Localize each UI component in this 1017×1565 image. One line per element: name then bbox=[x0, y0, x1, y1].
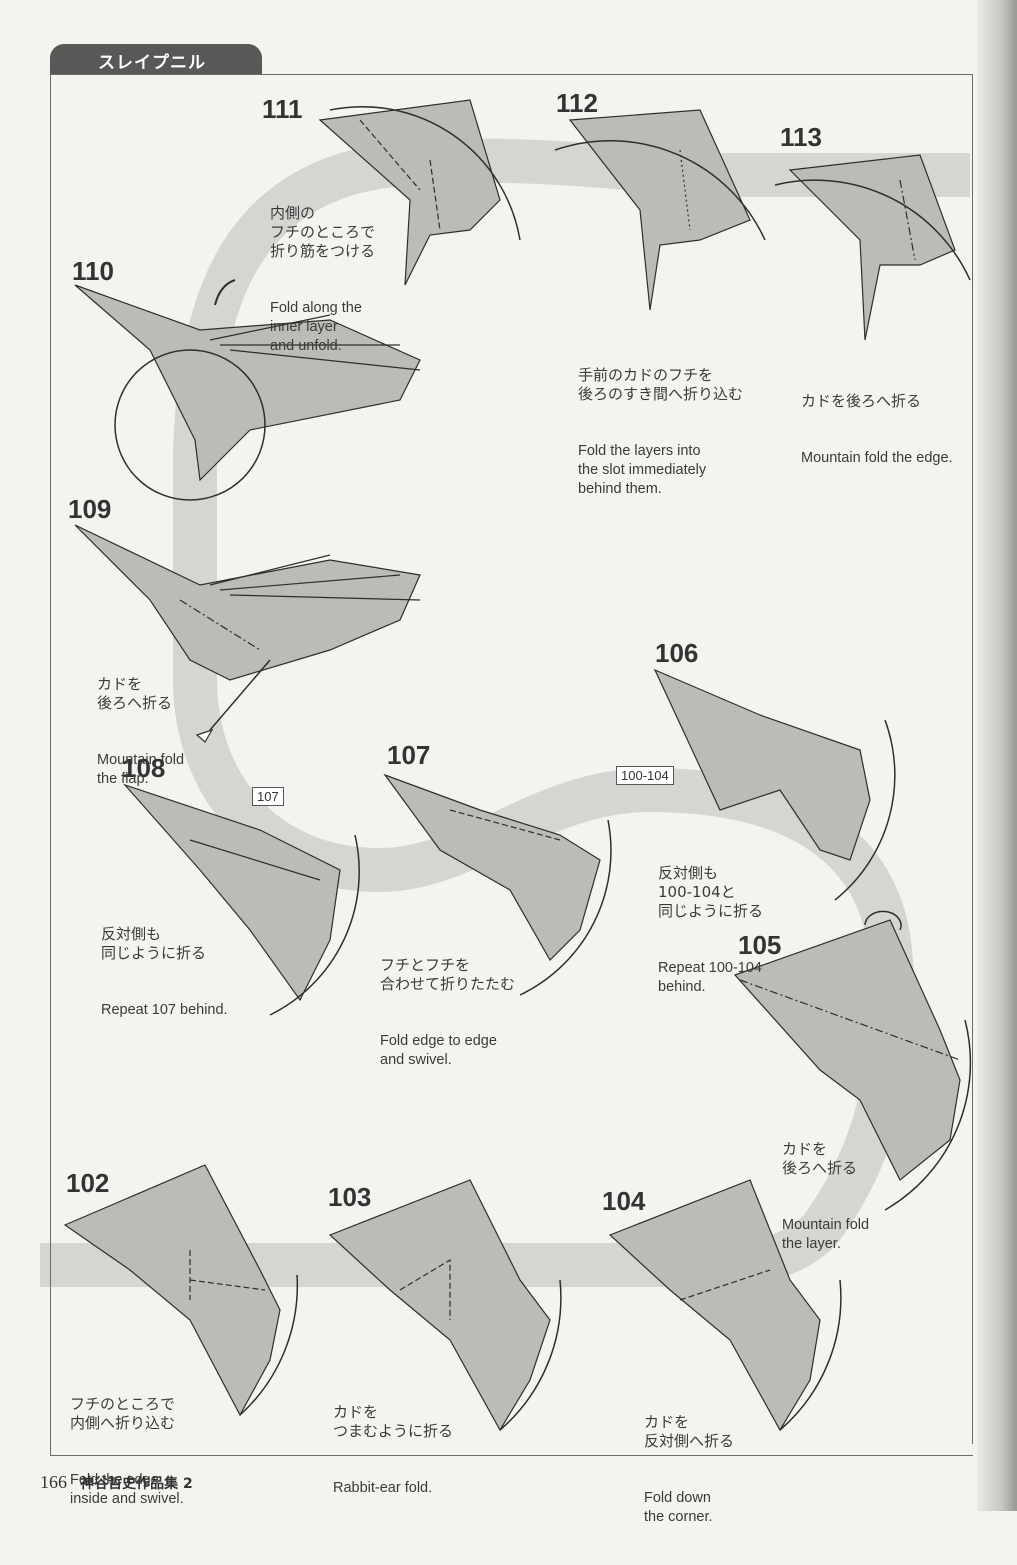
caption-step-104: カドを 反対側へ折る Fold down the corner. bbox=[644, 1375, 734, 1565]
caption-en-105: Mountain fold the layer. bbox=[782, 1217, 870, 1252]
model-step-112 bbox=[554, 109, 766, 311]
step-number-110: 110 bbox=[72, 256, 114, 286]
caption-jp-111: 内側の フチのところで 折り筋をつける bbox=[270, 204, 376, 260]
caption-en-104: Fold down the corner. bbox=[644, 1490, 713, 1525]
book-gutter bbox=[977, 0, 1017, 1511]
caption-jp-106: 反対側も 100-104と 同じように折る bbox=[658, 864, 764, 920]
step-number-104: 104 bbox=[602, 1186, 646, 1216]
caption-jp-102: フチのところで 内側へ折り込む bbox=[70, 1395, 176, 1432]
caption-en-106: Repeat 100-104 behind. bbox=[658, 960, 762, 995]
caption-en-107: Fold edge to edge and swivel. bbox=[380, 1033, 497, 1068]
caption-en-102: Fold the edge inside and swivel. bbox=[70, 1472, 184, 1507]
model-step-113 bbox=[774, 154, 971, 341]
model-step-103 bbox=[328, 1179, 562, 1432]
caption-en-113: Mountain fold the edge. bbox=[801, 450, 953, 466]
reference-box-100-104: 100-104 bbox=[616, 766, 674, 785]
model-step-105 bbox=[733, 910, 972, 1211]
caption-jp-103: カドを つまむように折る bbox=[333, 1403, 454, 1440]
caption-step-112: 手前のカドのフチを 後ろのすき間へ折り込む Fold the layers in… bbox=[578, 328, 743, 537]
model-step-107 bbox=[383, 773, 612, 996]
caption-jp-108: 反対側も 同じように折る bbox=[101, 925, 207, 962]
caption-step-107: フチとフチを 合わせて折りたたむ Fold edge to edge and s… bbox=[380, 918, 515, 1108]
section-title: スレイプニル bbox=[98, 53, 206, 73]
page-footer: 166 神谷哲史作品集 2 bbox=[40, 1472, 193, 1493]
caption-step-103: カドを つまむように折る Rabbit-ear fold. bbox=[333, 1365, 453, 1536]
step-number-107: 107 bbox=[387, 740, 431, 770]
caption-en-109: Mountain fold the flap. bbox=[97, 752, 185, 787]
caption-en-111: Fold along the inner layer and unfold. bbox=[270, 300, 362, 354]
section-tab: スレイプニル bbox=[50, 44, 262, 74]
diagram-frame-right bbox=[972, 74, 973, 1444]
step-number-112: 112 bbox=[556, 88, 598, 118]
caption-jp-112: 手前のカドのフチを 後ろのすき間へ折り込む bbox=[578, 366, 744, 403]
step-number-105: 105 bbox=[738, 930, 782, 960]
step-number-113: 113 bbox=[780, 122, 822, 152]
diagram-frame bbox=[50, 74, 973, 1456]
page-number: 166 bbox=[40, 1472, 67, 1492]
caption-step-106: 反対側も 100-104と 同じように折る Repeat 100-104 beh… bbox=[658, 826, 763, 1035]
diagram-artwork bbox=[40, 99, 972, 1432]
step-number-108: 108 bbox=[122, 753, 166, 783]
caption-en-112: Fold the layers into the slot immediatel… bbox=[578, 443, 707, 497]
model-step-109 bbox=[74, 524, 421, 743]
step-number-111: 111 bbox=[262, 94, 303, 124]
step-number-102: 102 bbox=[66, 1168, 110, 1198]
caption-en-103: Rabbit-ear fold. bbox=[333, 1480, 433, 1496]
model-step-108 bbox=[123, 783, 360, 1016]
page: スレイプニル 102 103 104 105 106 107 108 109 1… bbox=[40, 0, 1017, 1525]
step-number-106: 106 bbox=[655, 638, 699, 668]
model-step-110 bbox=[74, 279, 421, 501]
caption-step-111: 内側の フチのところで 折り筋をつける Fold along the inner… bbox=[270, 166, 375, 394]
reference-box-107: 107 bbox=[252, 787, 284, 806]
caption-jp-104: カドを 反対側へ折る bbox=[644, 1413, 735, 1450]
step-number-103: 103 bbox=[328, 1182, 372, 1212]
caption-jp-107: フチとフチを 合わせて折りたたむ bbox=[380, 956, 516, 993]
model-step-111 bbox=[318, 99, 521, 286]
caption-jp-109: カドを 後ろへ折る bbox=[97, 675, 173, 712]
step-number-109: 109 bbox=[68, 494, 112, 524]
caption-step-109: カドを 後ろへ折る Mountain fold the flap. bbox=[97, 637, 184, 827]
caption-step-102: フチのところで 内側へ折り込む Fold the edge inside and… bbox=[70, 1357, 184, 1547]
caption-jp-105: カドを 後ろへ折る bbox=[782, 1140, 858, 1177]
caption-step-113: カドを後ろへ折る Mountain fold the edge. bbox=[801, 354, 953, 506]
model-step-104 bbox=[608, 1179, 842, 1432]
model-step-106 bbox=[653, 668, 896, 901]
book-title: 神谷哲史作品集 2 bbox=[80, 1476, 193, 1492]
model-step-102 bbox=[63, 1164, 299, 1417]
caption-step-105: カドを 後ろへ折る Mountain fold the layer. bbox=[782, 1102, 869, 1292]
caption-en-108: Repeat 107 behind. bbox=[101, 1002, 228, 1018]
caption-step-108: 反対側も 同じように折る Repeat 107 behind. bbox=[101, 887, 228, 1058]
caption-jp-113: カドを後ろへ折る bbox=[801, 392, 922, 410]
